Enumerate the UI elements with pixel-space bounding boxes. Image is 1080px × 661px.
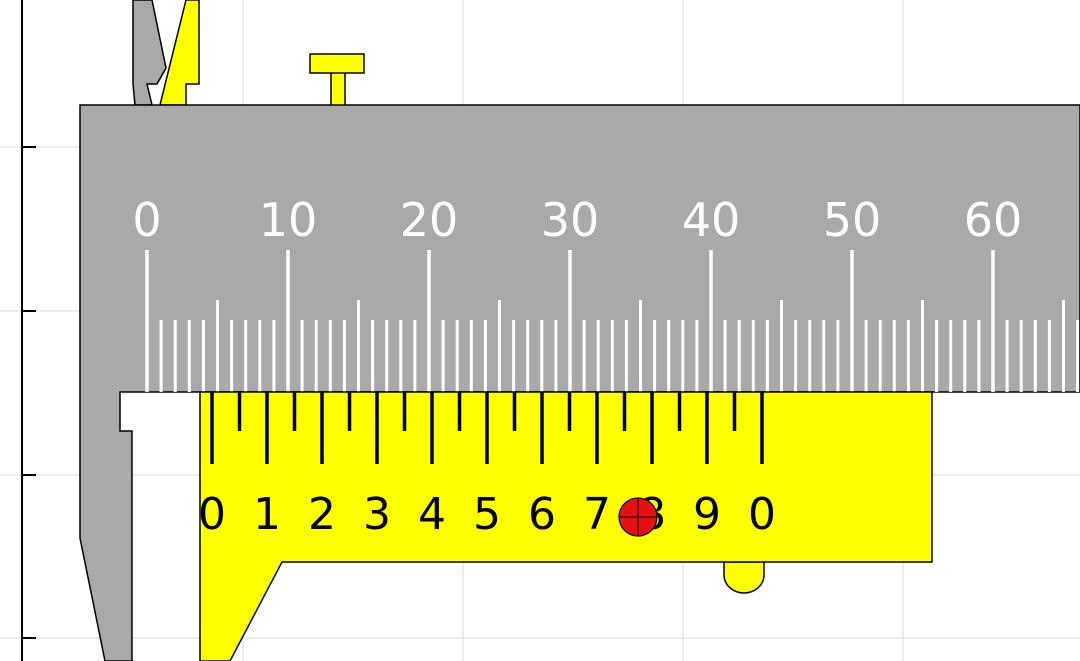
vernier-scale-label: 7	[583, 489, 611, 540]
main-beam	[79, 104, 1080, 661]
red-dot-marker-icon[interactable]	[618, 497, 658, 537]
vernier-scale-label: 5	[473, 489, 501, 540]
main-scale-label: 30	[541, 193, 600, 247]
vernier-scale-ticks	[210, 392, 764, 464]
thumb-rest	[723, 561, 765, 594]
main-scale-label: 10	[259, 193, 318, 247]
main-scale-label: 40	[682, 193, 741, 247]
main-scale-label: 60	[964, 193, 1023, 247]
vernier-scale-label: 2	[308, 489, 336, 540]
vernier-scale-label: 1	[253, 489, 281, 540]
main-scale-labels: 0 10 20 30 40 50 60	[132, 193, 1022, 247]
thumb-screw[interactable]	[309, 53, 365, 107]
sliding-lower-jaw	[199, 391, 933, 661]
main-scale-ticks	[145, 250, 1080, 392]
main-scale-label: 50	[823, 193, 882, 247]
vernier-slider[interactable]	[199, 391, 933, 661]
vernier-scale-label: 0	[198, 489, 226, 540]
vernier-scale-label: 6	[528, 489, 556, 540]
vernier-scale-labels: 0 1 2 3 4 5 6 7 8 9 0	[198, 489, 776, 540]
fixed-upper-jaw	[132, 0, 167, 106]
vernier-scale-label: 4	[418, 489, 446, 540]
sliding-upper-jaw[interactable]	[159, 0, 200, 106]
vernier-scale-label: 9	[693, 489, 721, 540]
main-scale-label: 0	[132, 193, 161, 247]
vernier-scale-label: 3	[363, 489, 391, 540]
vernier-scale-label: 0	[748, 489, 776, 540]
left-axis	[21, 0, 36, 661]
main-scale-label: 20	[400, 193, 459, 247]
